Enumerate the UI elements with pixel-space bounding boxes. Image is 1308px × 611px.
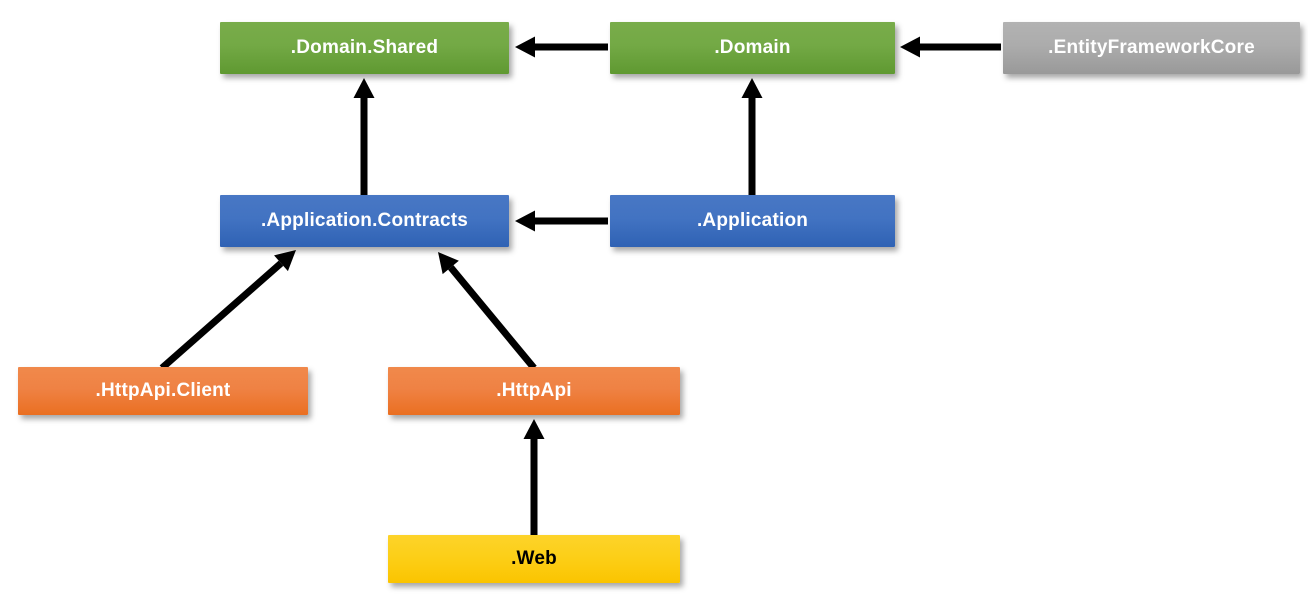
arrow-domain-to-domain-shared (515, 36, 608, 58)
arrow-application-to-domain (741, 78, 763, 196)
arrow-head (900, 36, 920, 58)
arrow-head (274, 250, 296, 272)
node-application-contracts[interactable]: .Application.Contracts (220, 195, 509, 247)
arrow-shaft (448, 265, 537, 371)
node-label: .Domain.Shared (290, 37, 439, 58)
node-httpapi[interactable]: .HttpApi (388, 367, 680, 415)
arrow-application-to-application-contracts (515, 210, 608, 232)
node-domain-shared[interactable]: .Domain.Shared (220, 22, 509, 74)
arrow-web-to-httpapi (523, 419, 545, 536)
arrow-head (515, 36, 535, 58)
arrow-application-contracts-to-domain-shared (353, 78, 375, 196)
node-domain[interactable]: .Domain (610, 22, 895, 74)
node-label: .HttpApi.Client (95, 380, 231, 401)
arrow-efcore-to-domain (900, 36, 1001, 58)
node-httpapi-client[interactable]: .HttpApi.Client (18, 367, 308, 415)
arrow-httpapi-to-application-contracts (438, 252, 537, 371)
node-label: .Web (511, 548, 557, 569)
node-label: .Application (696, 210, 809, 231)
node-entity-framework-core[interactable]: .EntityFrameworkCore (1003, 22, 1300, 74)
arrow-head (523, 419, 545, 439)
node-application[interactable]: .Application (610, 195, 895, 247)
node-label: .EntityFrameworkCore (1048, 37, 1255, 58)
arrow-head (353, 78, 375, 98)
node-label: .Domain (714, 37, 791, 58)
arrow-httpapi-client-to-application-contracts (159, 250, 296, 371)
arrow-head (741, 78, 763, 98)
arrow-shaft (159, 260, 284, 371)
arrow-head (515, 210, 535, 232)
node-label: .HttpApi (496, 380, 572, 401)
arrow-head (438, 252, 459, 275)
node-web[interactable]: .Web (388, 535, 680, 583)
node-label: .Application.Contracts (260, 210, 469, 231)
